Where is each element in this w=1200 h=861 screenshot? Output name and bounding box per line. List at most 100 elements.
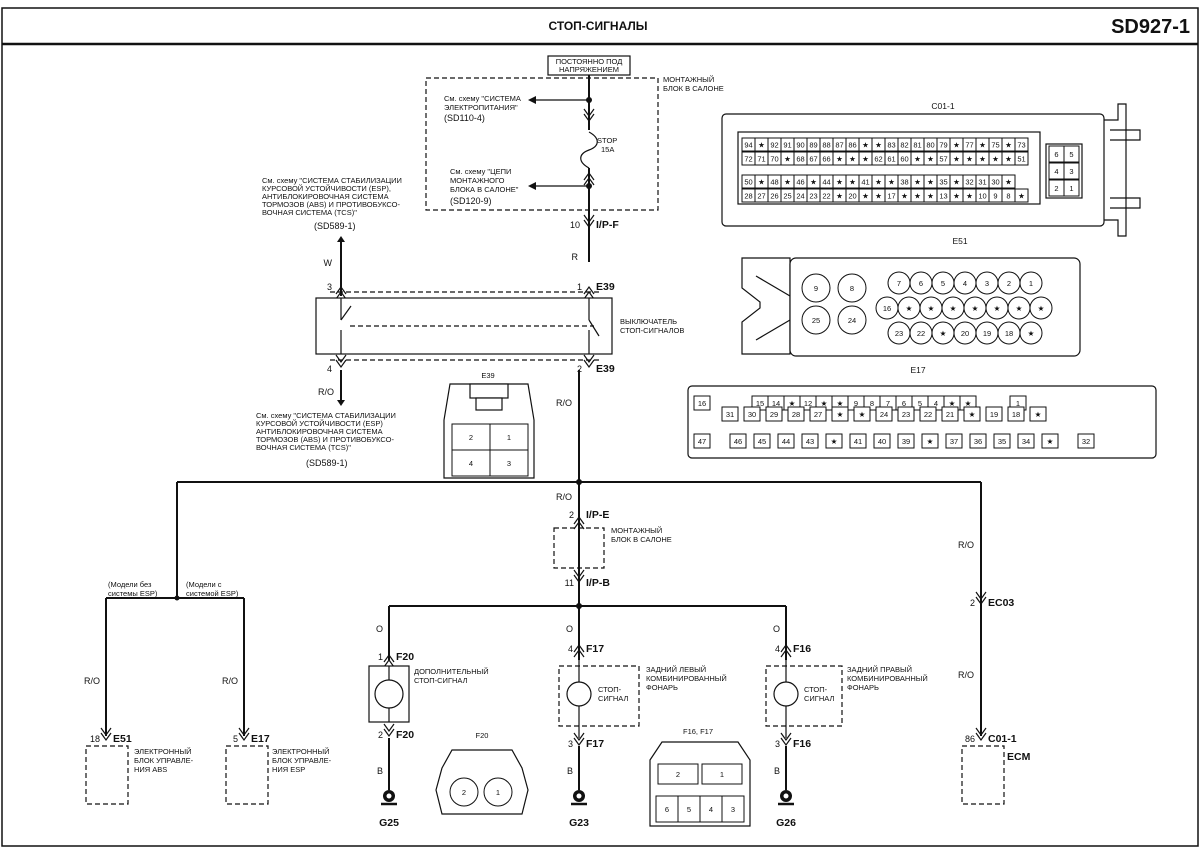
c01-pin: ★ [914, 192, 921, 201]
esp-ref-top-line5: ВОЧНАЯ СИСТЕМА (TCS)" [262, 208, 357, 217]
c01-pin: ★ [901, 192, 908, 201]
e17-pin-cell [1041, 433, 1059, 449]
e51-big-pin: 25 [812, 316, 820, 325]
ecm-pin: 86 [965, 734, 975, 744]
c01-pin: ★ [953, 178, 960, 187]
c01-pin: ★ [875, 192, 882, 201]
e51-pin: 19 [983, 329, 991, 338]
constant-power-label-line1: ПОСТОЯННО ПОД [556, 57, 623, 66]
e51-pin: ★ [1028, 329, 1035, 338]
circuit-ref-code: (SD120-9) [450, 196, 492, 206]
f17-label-line3: ФОНАРЬ [646, 683, 678, 692]
e17-pin: ★ [1047, 437, 1054, 446]
esp-ref-bottom-code: (SD589-1) [306, 458, 348, 468]
c01-pin: ★ [862, 155, 869, 164]
ground-g23: G23 [569, 817, 589, 829]
e51-pin: ★ [1038, 304, 1045, 313]
wire-color-ro: R/O [84, 676, 100, 686]
f20-pin: 1 [496, 788, 500, 797]
c01-pin: 46 [796, 178, 804, 187]
sheet-code: SD927-1 [1111, 16, 1190, 38]
e51-pin: ★ [1016, 304, 1023, 313]
c01-pin: 89 [809, 141, 817, 150]
e17-pin: ★ [821, 399, 828, 408]
fuse-block-label-line1: МОНТАЖНЫЙ [663, 75, 714, 84]
e17-pin: 41 [854, 437, 862, 446]
c01-pin: 92 [770, 141, 778, 150]
f20-pin: 2 [462, 788, 466, 797]
abs-label-line3: НИЯ ABS [134, 765, 167, 774]
e17-pin: 34 [1022, 437, 1030, 446]
c01-pin: 32 [965, 178, 973, 187]
f20-pin-top: 1 [378, 652, 383, 662]
e17-pin: ★ [859, 410, 866, 419]
f16-pin: 5 [687, 805, 691, 814]
c01-pin: 66 [822, 155, 830, 164]
rear-right-combination-lamp: 4 F16 СТОП- СИГНАЛ ЗАДНИЙ ПРАВЫЙ КОМБИНИ… [765, 643, 928, 829]
e17-pin-cell [993, 433, 1011, 449]
e51-pin: 2 [1007, 279, 1011, 288]
e17-pin-cell [765, 406, 783, 422]
interior-fuse-block: ПОСТОЯННО ПОД НАПРЯЖЕНИЕМ МОНТАЖНЫЙ БЛОК… [425, 55, 724, 262]
e17-pin: 31 [726, 410, 734, 419]
arrow-up-icon [337, 236, 345, 242]
e17-pin: ★ [831, 437, 838, 446]
e17-title: E17 [910, 365, 925, 375]
c01-pin: ★ [836, 178, 843, 187]
power-ref-line1: См. схему "СИСТЕМА [444, 94, 521, 103]
f16-pin: 3 [731, 805, 735, 814]
page-title: СТОП-СИГНАЛЫ [548, 19, 647, 33]
f16-pin: 2 [676, 770, 680, 779]
e17-pin: 12 [804, 399, 812, 408]
abs-control-unit: 18 E51 ЭЛЕКТРОННЫЙ БЛОК УПРАВЛЕ- НИЯ ABS [85, 727, 194, 805]
e17-pin: 37 [950, 437, 958, 446]
c01-pin: ★ [927, 155, 934, 164]
c01-pin: ★ [1018, 192, 1025, 201]
e51-big-pin: 24 [848, 316, 856, 325]
c01-pin: 35 [939, 178, 947, 187]
e51-pin: 7 [897, 279, 901, 288]
e17-pin: 28 [792, 410, 800, 419]
e51-pin: ★ [928, 304, 935, 313]
e17-pin: 15 [756, 399, 764, 408]
esp-reference-bottom: См. схему "СИСТЕМА СТАБИЛИЗАЦИИ КУРСОВОЙ… [256, 411, 396, 468]
e17-pin: 18 [1012, 410, 1020, 419]
e17-pin-cell [1029, 406, 1047, 422]
c01-pin: 48 [770, 178, 778, 187]
c01-pin: 81 [913, 141, 921, 150]
fuse-out-pin: 10 [570, 220, 580, 230]
e17-pin: 29 [770, 410, 778, 419]
e39-pin: 3 [507, 459, 511, 468]
f20-connector-bottom: F20 [396, 729, 414, 741]
e17-pin: 7 [886, 399, 890, 408]
jb-label-line1: МОНТАЖНЫЙ [611, 526, 662, 535]
f17-label-line1: ЗАДНИЙ ЛЕВЫЙ [646, 665, 706, 674]
f17-inner-line1: СТОП- [598, 685, 622, 694]
fuse-out-connector: I/P-F [596, 219, 619, 231]
c01-pin: ★ [758, 178, 765, 187]
ground-g26: G26 [776, 817, 796, 829]
f20-label-line1: ДОПОЛНИТЕЛЬНЫЙ [414, 667, 489, 676]
abs-pin: 18 [90, 734, 100, 744]
ground-icon [379, 788, 399, 806]
e39-pin-cell [489, 423, 529, 451]
f16-pin-cell [721, 795, 745, 823]
c01-pin: ★ [875, 178, 882, 187]
e17-pin: ★ [927, 437, 934, 446]
esp-ref-bottom-line1: См. схему "СИСТЕМА СТАБИЛИЗАЦИИ [256, 411, 396, 420]
abs-label-line2: БЛОК УПРАВЛЕ- [134, 756, 194, 765]
f16-pin-bottom: 3 [775, 739, 780, 749]
c01-pin: 60 [900, 155, 908, 164]
wire-color-ro: R/O [958, 670, 974, 680]
e17-pin: 39 [902, 437, 910, 446]
e51-pin: 1 [1029, 279, 1033, 288]
switch-contact-right [588, 319, 600, 337]
e17-pin: 1 [1016, 399, 1020, 408]
power-ref-line2: ЭЛЕКТРОПИТАНИЯ" [444, 103, 518, 112]
c01-pin: 23 [809, 192, 817, 201]
f20-pin-bottom: 2 [378, 730, 383, 740]
esp-ref-bottom-line4: ТОРМОЗОВ (ABS) И ПРОТИВОБУКСО- [256, 435, 395, 444]
c01-pin: ★ [927, 178, 934, 187]
wire-color-o: O [376, 624, 383, 634]
